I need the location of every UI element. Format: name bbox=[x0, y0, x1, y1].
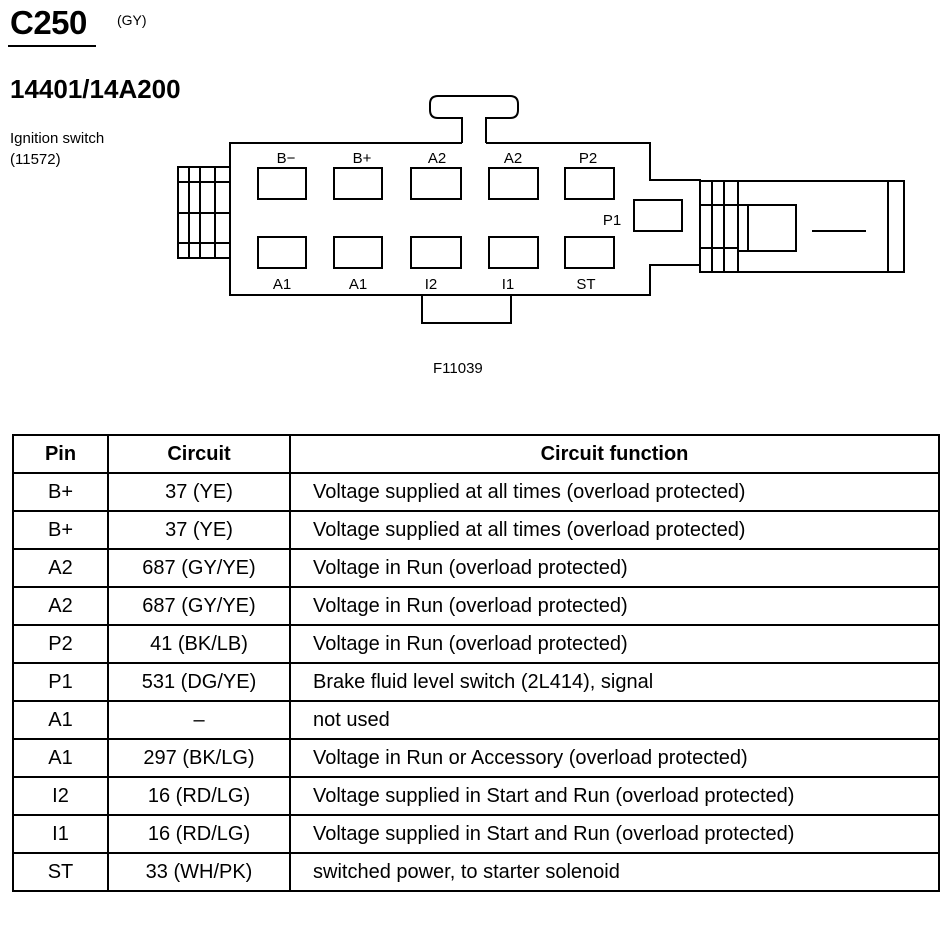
terminal-a2-1 bbox=[410, 167, 462, 200]
pin-label-p2: P2 bbox=[579, 150, 597, 167]
connector-drawing: B− B+ A2 A2 P2 A1 A1 I2 I1 ST P1 bbox=[177, 95, 905, 324]
pin-label-b-plus: B+ bbox=[353, 150, 372, 167]
terminal-i2 bbox=[410, 236, 462, 269]
circuit-cell: 33 (WH/PK) bbox=[107, 852, 291, 892]
left-latch bbox=[177, 166, 231, 259]
terminal-i1 bbox=[488, 236, 539, 269]
pin-cell: A2 bbox=[12, 548, 109, 588]
function-cell: Voltage supplied in Start and Run (overl… bbox=[289, 776, 940, 816]
component-name: Ignition switch bbox=[10, 130, 105, 147]
connector-body bbox=[229, 142, 701, 296]
part-number: 14401/14A200 bbox=[10, 74, 181, 104]
pin-label-st: ST bbox=[576, 276, 595, 293]
pin-cell: A1 bbox=[12, 738, 109, 778]
terminal-p2 bbox=[564, 167, 615, 200]
terminal-st bbox=[564, 236, 615, 269]
terminal-a2-2 bbox=[488, 167, 539, 200]
right-housing bbox=[699, 180, 905, 273]
pin-cell: P2 bbox=[12, 624, 109, 664]
column-header-function: Circuit function bbox=[289, 434, 940, 474]
table-row: B+37 (YE)Voltage supplied at all times (… bbox=[12, 472, 940, 512]
function-cell: Voltage supplied at all times (overload … bbox=[289, 472, 940, 512]
function-cell: Voltage in Run (overload protected) bbox=[289, 624, 940, 664]
pin-cell: B+ bbox=[12, 510, 109, 550]
pin-label-a1: A1 bbox=[273, 276, 291, 293]
table-row: A1–not used bbox=[12, 700, 940, 740]
figure-id: F11039 bbox=[433, 360, 483, 377]
table-body: B+37 (YE)Voltage supplied at all times (… bbox=[12, 472, 940, 892]
pin-cell: B+ bbox=[12, 472, 109, 512]
circuit-cell: 687 (GY/YE) bbox=[107, 548, 291, 588]
circuit-cell: 531 (DG/YE) bbox=[107, 662, 291, 702]
pin-label-i1: I1 bbox=[502, 276, 515, 293]
circuit-cell: 297 (BK/LG) bbox=[107, 738, 291, 778]
terminal-b-minus bbox=[257, 167, 307, 200]
pin-label-a2: A2 bbox=[504, 150, 522, 167]
table-header-row: Pin Circuit Circuit function bbox=[12, 434, 940, 474]
circuit-cell: 37 (YE) bbox=[107, 510, 291, 550]
circuit-cell: – bbox=[107, 700, 291, 740]
pin-label-p1: P1 bbox=[603, 212, 621, 229]
connector-bottom-latch bbox=[421, 295, 512, 324]
table-row: B+37 (YE)Voltage supplied at all times (… bbox=[12, 510, 940, 550]
pin-table: Pin Circuit Circuit function B+37 (YE)Vo… bbox=[12, 434, 940, 892]
title-underline bbox=[8, 45, 96, 47]
connector-id: C250 bbox=[10, 4, 87, 41]
column-header-pin: Pin bbox=[12, 434, 109, 474]
connector-color: (GY) bbox=[117, 12, 147, 28]
pin-label-a1: A1 bbox=[349, 276, 367, 293]
function-cell: Voltage in Run (overload protected) bbox=[289, 548, 940, 588]
function-cell: Voltage in Run (overload protected) bbox=[289, 586, 940, 626]
terminal-a1-1 bbox=[257, 236, 307, 269]
pin-label-a2: A2 bbox=[428, 150, 446, 167]
pin-cell: I2 bbox=[12, 776, 109, 816]
pin-cell: A2 bbox=[12, 586, 109, 626]
pin-cell: P1 bbox=[12, 662, 109, 702]
pin-label-b-minus: B− bbox=[277, 150, 296, 167]
function-cell: Voltage supplied in Start and Run (overl… bbox=[289, 814, 940, 854]
pin-cell: I1 bbox=[12, 814, 109, 854]
component-description: Ignition switch (11572) bbox=[10, 128, 104, 170]
circuit-cell: 41 (BK/LB) bbox=[107, 624, 291, 664]
column-header-circuit: Circuit bbox=[107, 434, 291, 474]
terminal-b-plus bbox=[333, 167, 383, 200]
pin-cell: ST bbox=[12, 852, 109, 892]
function-cell: Voltage in Run or Accessory (overload pr… bbox=[289, 738, 940, 778]
component-ref: (11572) bbox=[10, 151, 61, 168]
function-cell: not used bbox=[289, 700, 940, 740]
function-cell: Brake fluid level switch (2L414), signal bbox=[289, 662, 940, 702]
circuit-cell: 16 (RD/LG) bbox=[107, 814, 291, 854]
circuit-cell: 37 (YE) bbox=[107, 472, 291, 512]
circuit-cell: 16 (RD/LG) bbox=[107, 776, 291, 816]
connector-top-tab bbox=[429, 95, 519, 143]
pin-label-i2: I2 bbox=[425, 276, 438, 293]
circuit-cell: 687 (GY/YE) bbox=[107, 586, 291, 626]
terminal-p1 bbox=[633, 199, 683, 232]
function-cell: switched power, to starter solenoid bbox=[289, 852, 940, 892]
function-cell: Voltage supplied at all times (overload … bbox=[289, 510, 940, 550]
terminal-a1-2 bbox=[333, 236, 383, 269]
pin-cell: A1 bbox=[12, 700, 109, 740]
